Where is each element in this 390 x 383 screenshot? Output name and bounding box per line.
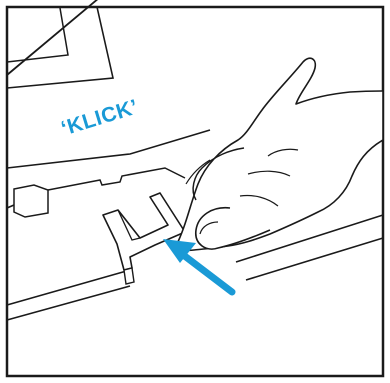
clip-tab — [124, 268, 134, 284]
rail-slot-left — [14, 185, 48, 217]
